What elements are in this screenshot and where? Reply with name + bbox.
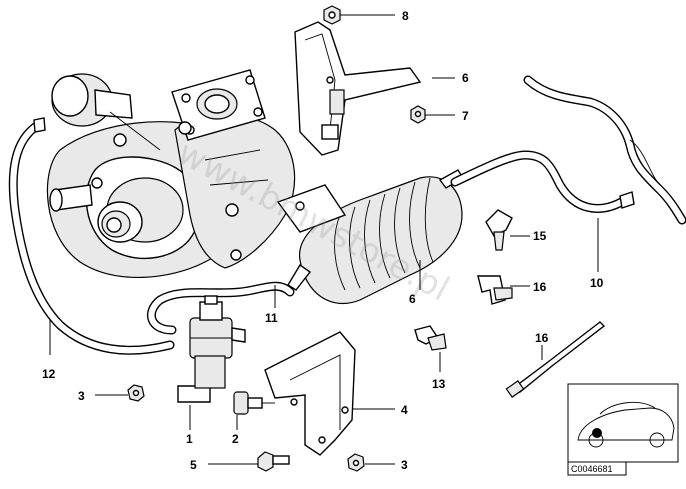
- bracket-4: [264, 331, 356, 456]
- callout-9: 8: [402, 9, 409, 23]
- vacuum-reservoir-6: [276, 169, 464, 305]
- callout-10: 10: [590, 276, 604, 290]
- nut-8: [410, 105, 426, 124]
- bolt-5: [257, 451, 290, 472]
- leader-lines: [49, 14, 599, 465]
- catalog-code: C0046681: [571, 464, 613, 474]
- clip-14: [485, 209, 513, 251]
- hose-12: [8, 117, 175, 355]
- callout-6: 6: [409, 292, 416, 306]
- callout-15: 16: [533, 280, 547, 294]
- clamp-15: [477, 275, 513, 305]
- callout-2: 2: [232, 432, 239, 446]
- location-marker: [592, 428, 602, 438]
- clip-13: [414, 325, 447, 351]
- callout-11: 11: [265, 311, 278, 325]
- nut-3-bottom: [347, 453, 365, 472]
- callout-3-bottom: 3: [401, 458, 408, 472]
- rubber-mount-2: [233, 391, 275, 415]
- callout-5: 5: [190, 458, 197, 472]
- upper-right-pipe: [523, 75, 686, 225]
- callout-7: 6: [462, 71, 469, 85]
- cable-tie-16: [505, 321, 606, 398]
- nut-3-left: [127, 384, 145, 402]
- turbocharger: [46, 69, 296, 278]
- callout-4: 4: [401, 403, 408, 417]
- callout-13: 13: [432, 377, 446, 391]
- solenoid-valve-1: [177, 295, 246, 403]
- callout-3-left: 3: [78, 389, 85, 403]
- bracket-7: [294, 12, 422, 156]
- hose-10: [450, 150, 635, 213]
- callout-16: 16: [535, 331, 549, 345]
- vehicle-locator-inset: [567, 383, 679, 463]
- hose-11: [146, 281, 295, 335]
- callout-1: 1: [186, 432, 193, 446]
- callout-8: 7: [462, 109, 469, 123]
- nut-9: [323, 5, 341, 25]
- callout-12: 12: [42, 367, 56, 381]
- callout-14: 15: [533, 229, 547, 243]
